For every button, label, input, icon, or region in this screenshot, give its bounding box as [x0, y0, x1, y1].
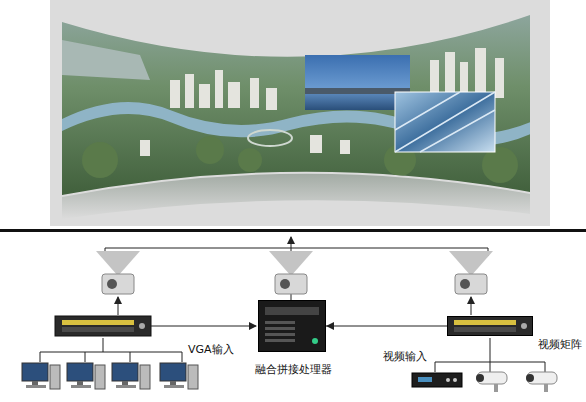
projector — [102, 274, 487, 294]
input-label: VGA输入 — [187, 343, 235, 356]
signal-arrow — [326, 322, 447, 330]
input-label: 视频输入 — [382, 350, 428, 363]
camera — [476, 372, 557, 392]
dvr — [412, 373, 462, 387]
computer — [22, 363, 198, 389]
device-label: 视频矩阵 — [538, 338, 582, 351]
device-label: 融合拼接处理器 — [255, 363, 332, 376]
video-matrix — [55, 316, 151, 336]
device-face — [448, 317, 532, 335]
fusion-processor: 融合拼接处理器 — [258, 300, 326, 352]
video-matrix: 视频矩阵 — [447, 316, 533, 336]
device-face — [259, 301, 325, 351]
